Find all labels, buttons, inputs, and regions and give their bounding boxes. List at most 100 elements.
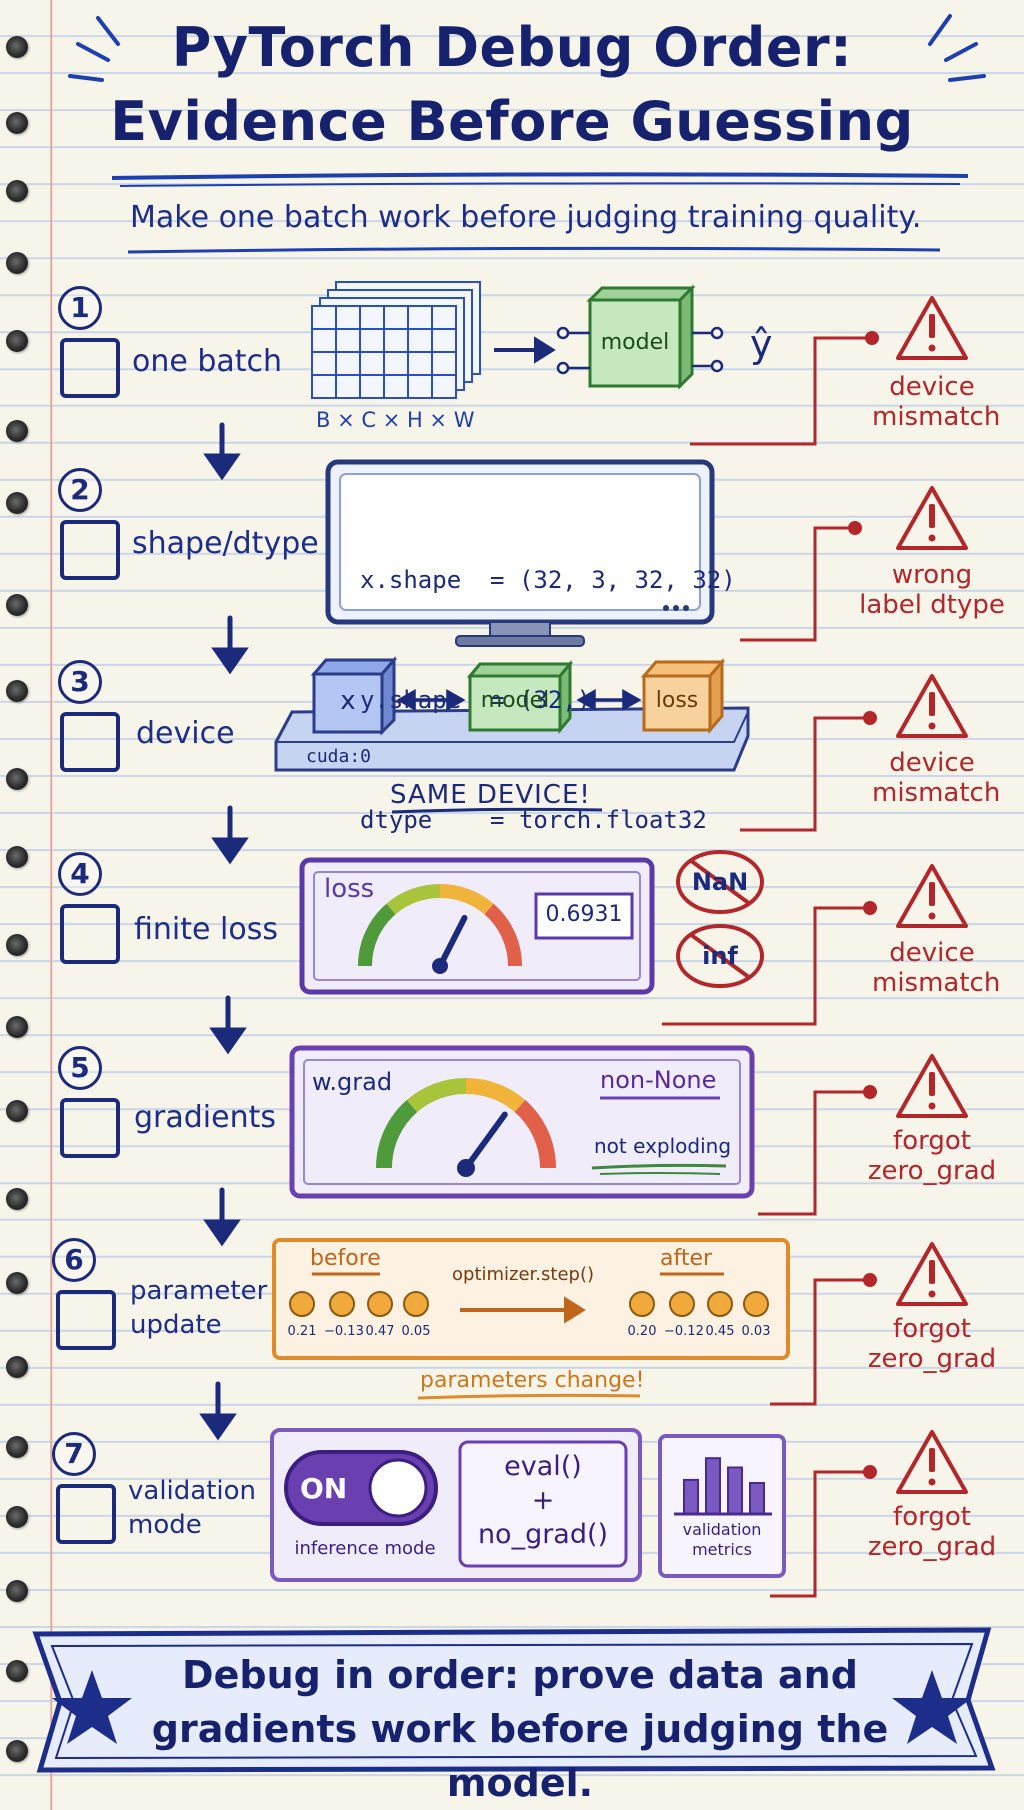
tensor-grid	[312, 306, 456, 398]
warning-6-line-1: forgot	[893, 1314, 971, 1344]
loss-gauge-label: loss	[324, 874, 375, 904]
step-arrows	[199, 422, 249, 1441]
step-1-label: one batch	[132, 344, 283, 379]
step-5-checkbox[interactable]	[60, 1098, 120, 1158]
title-underline	[111, 172, 969, 180]
warning-7-line-1: forgot	[893, 1502, 971, 1532]
subtitle-underline	[127, 246, 941, 254]
loss-cube-label: loss	[655, 688, 699, 713]
title-line-1: PyTorch Debug Order:	[171, 16, 853, 79]
metrics-caption-line-1: validation	[682, 1520, 762, 1539]
model-label: model	[600, 330, 670, 355]
model-ports	[556, 326, 724, 375]
binding-hole	[6, 330, 28, 352]
after-value: 0.45	[705, 1324, 735, 1339]
update-panel-frame	[272, 1238, 790, 1360]
x-shape-line: x.shape = (32, 3, 32, 32)	[360, 566, 736, 594]
step-4-label: finite loss	[134, 912, 278, 947]
step-6-checkbox[interactable]	[56, 1290, 116, 1350]
dtype-line: dtype = torch.float32	[360, 806, 707, 834]
loss-value: 0.6931	[545, 902, 623, 927]
binding-hole	[6, 180, 28, 202]
arrow-right-icon	[494, 336, 556, 364]
loss-cube-icon	[640, 657, 726, 735]
binding-hole	[6, 420, 28, 442]
eval-nograd-box	[458, 1440, 628, 1568]
step-2-label: shape/dtype	[132, 526, 319, 561]
warning-connectors	[662, 336, 872, 1598]
x-cube-label: x	[340, 686, 356, 716]
bidirectional-arrows	[396, 688, 642, 712]
binding-hole	[6, 1740, 28, 1762]
metrics-caption-line-2: metrics	[692, 1540, 752, 1559]
x-cube-icon	[310, 655, 398, 736]
warning-5: forgot zero_grad	[862, 1126, 1002, 1186]
step-2-checkbox[interactable]	[60, 520, 120, 580]
step-1-checkbox[interactable]	[60, 338, 120, 398]
eval-call: eval()	[504, 1451, 582, 1482]
optimizer-arrow-icon	[460, 1296, 586, 1324]
sparkle-right-icon	[928, 14, 986, 82]
step-3-checkbox[interactable]	[60, 712, 120, 772]
binding-hole	[6, 1506, 28, 1528]
binding-hole	[6, 846, 28, 868]
subtitle: Make one batch work before judging train…	[130, 200, 922, 235]
device-name: cuda:0	[306, 746, 372, 767]
step-7-number: 7	[52, 1432, 96, 1476]
binding-hole	[6, 934, 28, 956]
binding-hole	[6, 252, 28, 274]
not-exploding-label: not exploding	[594, 1134, 732, 1158]
binding-hole	[6, 768, 28, 790]
parameters-change-underline	[417, 1393, 641, 1400]
nan-label: NaN	[691, 868, 749, 896]
step-6-label: parameter update	[130, 1274, 267, 1342]
warning-3-line-1: device	[889, 748, 975, 778]
binding-hole	[6, 1188, 28, 1210]
step-7-checkbox[interactable]	[56, 1484, 116, 1544]
warning-2: wrong label dtype	[852, 560, 1012, 620]
y-shape-line: y.shape = (32,)	[360, 686, 592, 714]
binding-hole	[6, 1580, 28, 1602]
monitor-icon	[325, 459, 715, 647]
binding-hole	[6, 1016, 28, 1038]
warning-4-line-1: device	[889, 938, 975, 968]
step-4-checkbox[interactable]	[60, 904, 120, 964]
tensor-dims: B × C × H × W	[316, 408, 475, 432]
device-platform	[274, 706, 750, 772]
metrics-panel-frame	[658, 1434, 786, 1578]
same-device-underline	[391, 807, 603, 814]
binding-hole	[6, 594, 28, 616]
model-cube-icon	[586, 284, 696, 390]
tensor-stack-icon	[311, 281, 481, 399]
gradient-gauge-icon	[375, 1077, 557, 1169]
metric-bar	[749, 1482, 765, 1515]
plus-sign: +	[531, 1485, 555, 1516]
step-6-label-line-2: update	[130, 1310, 222, 1340]
sparkle-left-icon	[68, 16, 120, 82]
warning-7: forgot zero_grad	[862, 1502, 1002, 1562]
model-cube-label: model	[480, 688, 550, 713]
binding-hole	[6, 1100, 28, 1122]
before-value: 0.05	[401, 1324, 431, 1339]
before-label: before	[310, 1246, 381, 1271]
step-2-number: 2	[58, 468, 102, 512]
step-6-number: 6	[52, 1238, 96, 1282]
binding-hole	[6, 680, 28, 702]
title-line-2: Evidence Before Guessing	[110, 90, 914, 153]
banner-line-2: gradients work before judging the model.	[151, 1707, 889, 1805]
warning-6-line-2: zero_grad	[867, 1344, 997, 1374]
after-value: 0.03	[741, 1324, 771, 1339]
grad-label: w.grad	[312, 1068, 393, 1096]
step-7-label-line-2: mode	[128, 1510, 202, 1540]
inference-mode-caption: inference mode	[294, 1538, 436, 1559]
after-label: after	[660, 1246, 713, 1271]
warning-3-line-2: mismatch	[872, 778, 1001, 808]
binding-hole	[6, 1660, 28, 1682]
gradient-gauge-needle	[463, 1111, 508, 1171]
warning-2-line-2: label dtype	[859, 590, 1005, 620]
step-3-number: 3	[58, 660, 102, 704]
parameter-dots	[289, 1291, 769, 1317]
shape-readout: x.shape = (32, 3, 32, 32) y.shape = (32,…	[360, 480, 736, 880]
warning-7-line-2: zero_grad	[867, 1532, 997, 1562]
